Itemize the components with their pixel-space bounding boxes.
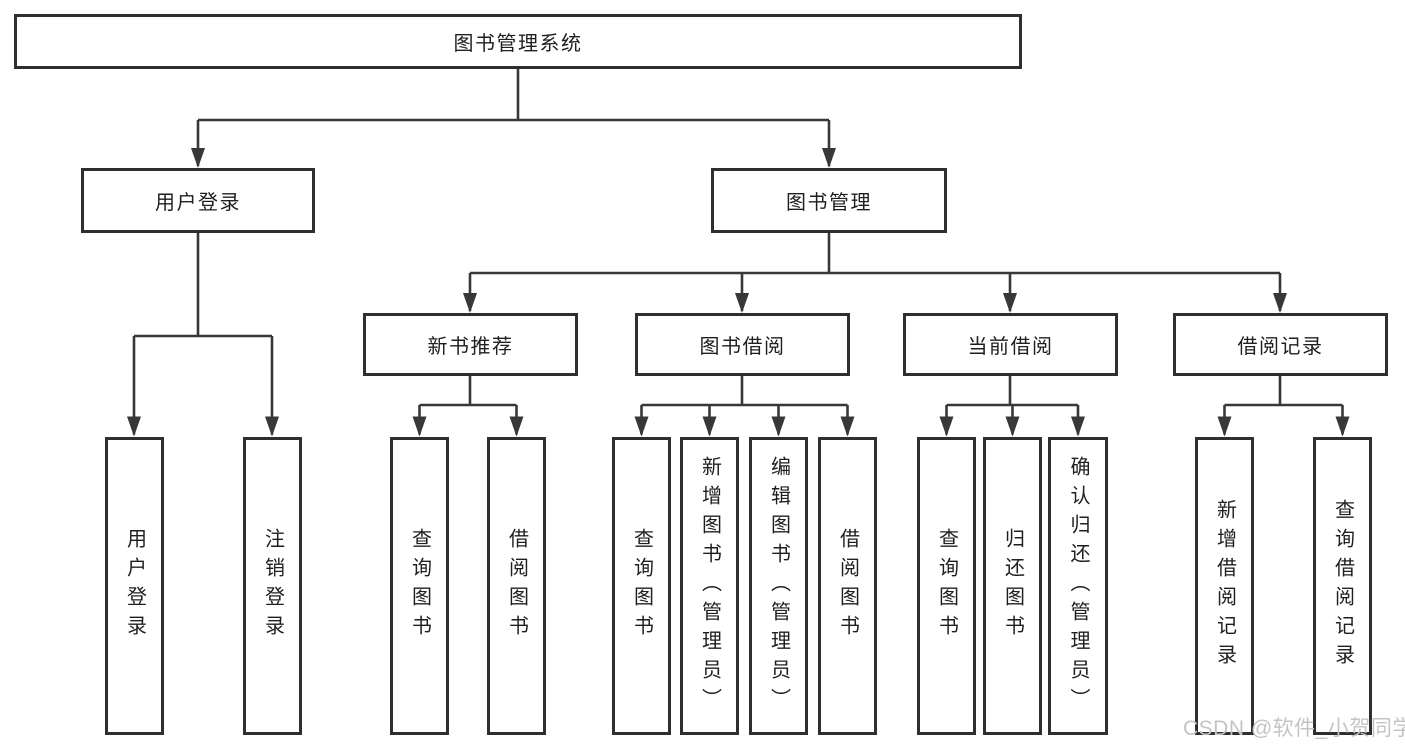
node-current-borrow: 当前借阅 <box>903 313 1118 376</box>
leaf-query-books-borrow: 查询图书 <box>612 437 671 735</box>
leaf-borrow-books-recommend: 借阅图书 <box>487 437 546 735</box>
node-user-login-branch: 用户登录 <box>81 168 315 233</box>
leaf-query-books-recommend: 查询图书 <box>390 437 449 735</box>
leaf-add-borrow-record: 新增借阅记录 <box>1195 437 1254 735</box>
leaf-borrow-books: 借阅图书 <box>818 437 877 735</box>
leaf-add-book-admin: 新增图书（管理员） <box>680 437 739 735</box>
node-borrow-records: 借阅记录 <box>1173 313 1388 376</box>
node-new-book-recommend: 新书推荐 <box>363 313 578 376</box>
leaf-edit-book-admin: 编辑图书（管理员） <box>749 437 808 735</box>
leaf-confirm-return-admin: 确认归还（管理员） <box>1048 437 1108 735</box>
leaf-query-borrow-record: 查询借阅记录 <box>1313 437 1372 735</box>
leaf-return-books: 归还图书 <box>983 437 1042 735</box>
node-system-root: 图书管理系统 <box>14 14 1022 69</box>
leaf-user-login: 用户登录 <box>105 437 164 735</box>
leaf-logout: 注销登录 <box>243 437 302 735</box>
leaf-query-books-current: 查询图书 <box>917 437 976 735</box>
node-book-borrow: 图书借阅 <box>635 313 850 376</box>
csdn-watermark: CSDN @软件_小贺同学 <box>1183 717 1405 740</box>
node-book-management-branch: 图书管理 <box>711 168 947 233</box>
